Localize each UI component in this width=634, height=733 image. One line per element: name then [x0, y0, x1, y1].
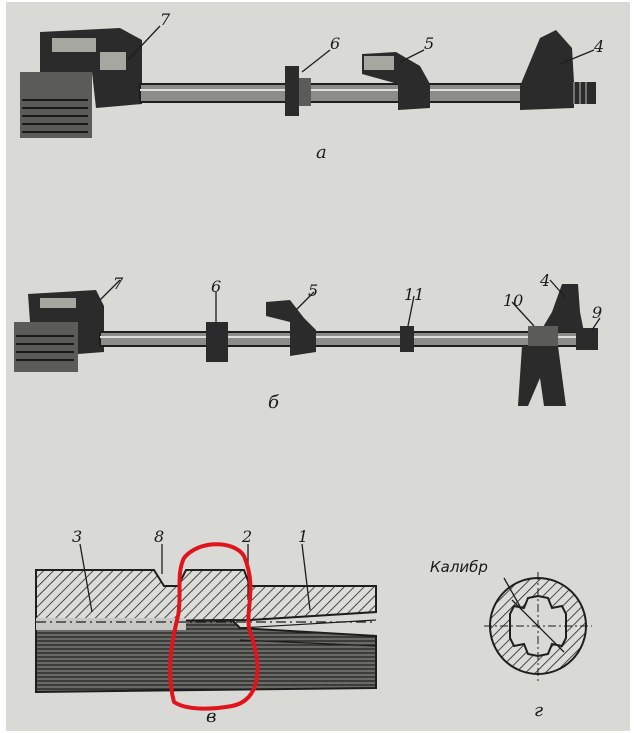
clamp-b-6	[206, 322, 228, 362]
gas-block-5-ring	[364, 56, 394, 70]
barrel-b	[99, 331, 597, 347]
caption-v: в	[206, 706, 216, 727]
feed-mechanism-b-detail	[40, 298, 76, 308]
receiver-b	[14, 322, 78, 372]
caption-a: а	[316, 142, 327, 163]
label-b-4: 4	[539, 271, 550, 290]
label-b-11: 11	[404, 285, 424, 304]
caption-g: г	[534, 700, 543, 721]
muzzle-a-rings	[573, 82, 587, 104]
label-caliber: Калибр	[430, 558, 488, 576]
gas-block-b-5	[266, 300, 316, 356]
barrel-clamp-6-collar	[299, 78, 311, 106]
bipod-legs	[518, 346, 566, 406]
label-a-7: 7	[160, 10, 171, 29]
front-sight-b-4	[540, 284, 584, 332]
feed-cover-detail	[52, 38, 96, 52]
label-a-4: 4	[593, 37, 604, 56]
muzzle-b-9	[576, 328, 598, 350]
figure-g-bore-profile: Калибр г	[430, 558, 592, 721]
label-b-6: 6	[211, 277, 221, 296]
figure-b-barrel-assembly: 7 6 5 11 10 4 9 б	[14, 271, 602, 413]
receiver-b-fins	[16, 335, 74, 361]
band-b-11	[400, 326, 414, 352]
figure-v-barrel-section: 3 8 2 1 в	[35, 527, 377, 727]
figure-a-barrel-assembly: 7 6 5 4 а	[20, 10, 604, 163]
receiver-fins	[22, 99, 88, 133]
front-sight-4	[520, 30, 574, 110]
sight-post-b-10	[528, 326, 558, 348]
barrel-clamp-6	[285, 66, 299, 116]
label-v-3: 3	[72, 527, 82, 546]
label-b-7: 7	[113, 274, 124, 293]
receiver-block	[20, 72, 92, 138]
label-b-10: 10	[503, 291, 523, 310]
muzzle-a	[568, 82, 596, 104]
label-v-8: 8	[154, 527, 164, 546]
section-bore-body	[35, 618, 377, 694]
section-chamber	[36, 618, 186, 630]
label-v-1: 1	[298, 527, 308, 546]
label-b-5: 5	[308, 281, 318, 300]
caption-b: б	[268, 392, 280, 413]
label-b-9: 9	[592, 303, 602, 322]
label-a-5: 5	[424, 34, 434, 53]
red-highlight-outline	[168, 542, 260, 711]
label-a-6: 6	[330, 34, 340, 53]
feed-lever	[100, 52, 126, 70]
label-v-2: 2	[241, 527, 252, 546]
